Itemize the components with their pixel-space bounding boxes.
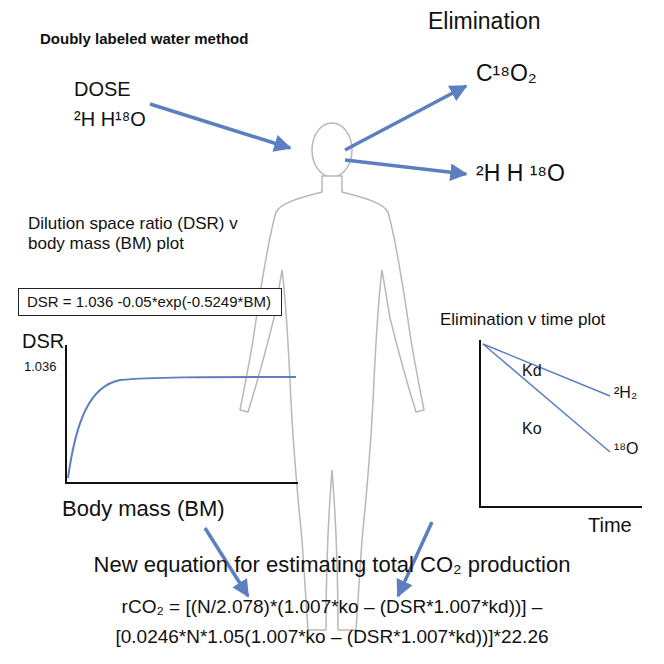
axis-label: DSR (22, 330, 64, 353)
heading: Elimination (428, 8, 541, 34)
rate-label: Kd (522, 362, 542, 380)
formula-text: DSR = 1.036 -0.05*exp(-0.5249*BM) (27, 293, 271, 310)
equation-line: [0.0246*N*1.05(1.007*ko – (DSR*1.007*kd)… (115, 626, 548, 648)
axis-label: Time (588, 514, 632, 537)
plot-title: Elimination v time plot (440, 310, 605, 330)
isotope-label: ²H₂ (614, 384, 637, 402)
isotope-label: ¹⁸O (614, 440, 639, 458)
isotope-formula: C¹⁸O₂ (476, 60, 537, 86)
isotope-formula: ²H H ¹⁸O (476, 160, 565, 186)
rate-label: Ko (522, 420, 542, 438)
isotope-formula: ²H H¹⁸O (74, 108, 146, 131)
plot-title: Dilution space ratio (DSR) v body mass (… (28, 214, 278, 253)
dsr-plot (65, 345, 298, 484)
equation-line: rCO₂ = [(N/2.078)*(1.007*ko – (DSR*1.007… (122, 596, 543, 618)
diagram-title: Doubly labeled water method (40, 30, 248, 47)
equation-heading: New equation for estimating total CO₂ pr… (94, 552, 571, 577)
axis-value: 1.036 (24, 360, 57, 375)
formula-box: DSR = 1.036 -0.05*exp(-0.5249*BM) (18, 288, 282, 316)
dose-label: DOSE (74, 78, 131, 101)
elimination-plot (479, 340, 642, 508)
axis-label: Body mass (BM) (62, 496, 225, 521)
